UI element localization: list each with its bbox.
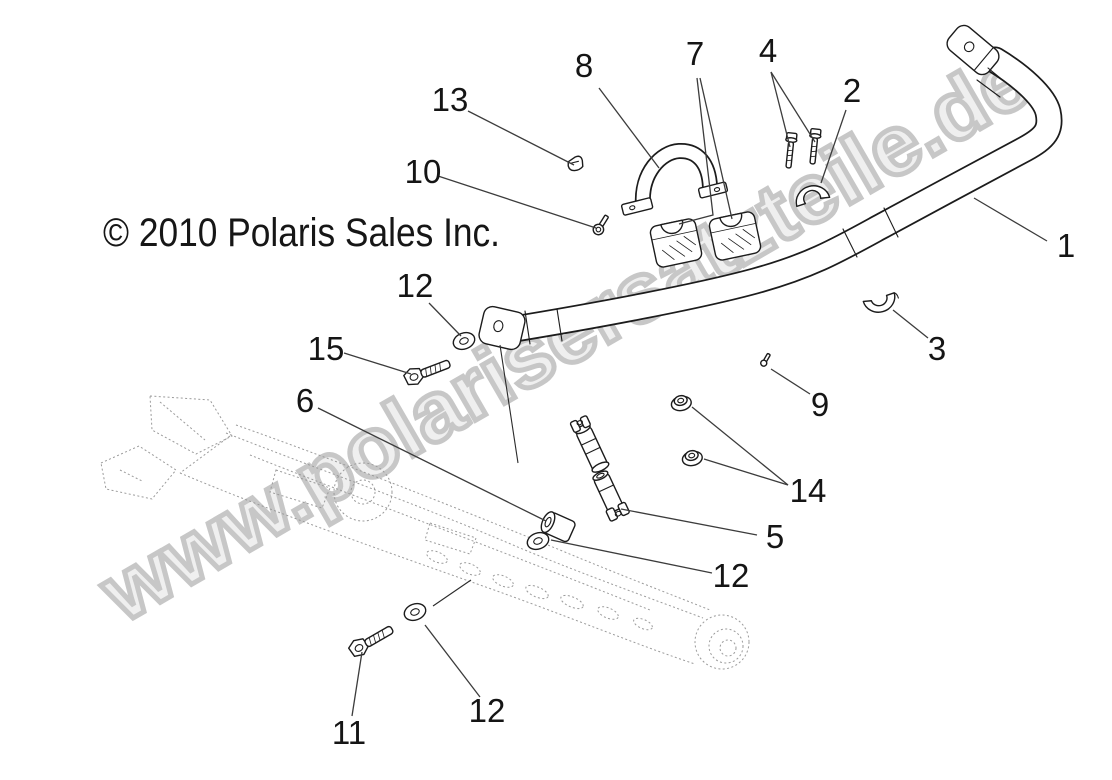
callout-label-9: 9 <box>811 386 829 423</box>
callout-label-6: 6 <box>296 382 314 419</box>
part-screw <box>592 214 609 236</box>
leader-line-12 <box>428 302 462 337</box>
callout-label-11: 11 <box>332 714 366 751</box>
leader-line-14 <box>703 458 789 486</box>
callout-label-12: 12 <box>397 267 434 304</box>
part-clip <box>567 155 584 172</box>
leader-line-8 <box>598 87 660 169</box>
part-bushing-half-left <box>649 218 703 268</box>
part-washer-upper <box>452 331 476 351</box>
leader-line-11 <box>351 651 363 717</box>
callout-label-15: 15 <box>308 330 345 367</box>
callout-label-7: 7 <box>686 35 704 72</box>
part-screw-small <box>760 352 771 367</box>
callout-label-14: 14 <box>790 472 827 509</box>
callout-label-12: 12 <box>713 557 750 594</box>
part-washer-mid <box>526 531 550 551</box>
leader-line-14 <box>691 406 789 486</box>
leader-line-7 <box>678 77 714 225</box>
part-flange-nut-a <box>670 394 692 412</box>
copyright-text: © 2010 Polaris Sales Inc. <box>103 211 500 255</box>
callout-label-1: 1 <box>1057 227 1075 264</box>
leader-line-6 <box>317 407 547 522</box>
part-bolt-b <box>809 127 822 165</box>
leader-line-7 <box>699 77 733 220</box>
leader-line-5 <box>620 508 758 536</box>
swingarm-ghost <box>100 395 750 670</box>
leader-line-3 <box>892 309 929 339</box>
leader-line-1 <box>973 197 1048 242</box>
leader-line-13 <box>467 110 575 166</box>
part-bushing-half-right <box>708 211 762 261</box>
leader-line-9 <box>770 368 811 395</box>
part-clamp-half-top <box>795 185 831 208</box>
callout-label-13: 13 <box>432 81 469 118</box>
leader-line-4 <box>770 71 816 143</box>
part-bolt-a <box>785 131 798 169</box>
part-stabilizer-bar <box>478 24 1063 351</box>
part-bushing-spacer <box>540 511 576 543</box>
diagram-line-0 <box>499 344 519 464</box>
callout-label-10: 10 <box>405 153 442 190</box>
part-flange-nut-b <box>681 449 703 467</box>
callout-label-2: 2 <box>843 72 861 109</box>
callout-label-4: 4 <box>759 32 777 69</box>
callout-label-12: 12 <box>469 692 506 729</box>
leader-line-4 <box>770 71 791 148</box>
part-link-lower <box>592 470 630 522</box>
part-flange-bolt-upper <box>403 359 451 386</box>
part-saddle-bracket <box>620 143 729 216</box>
leader-line-12 <box>550 539 713 574</box>
callout-label-5: 5 <box>766 518 784 555</box>
part-washer-lower <box>403 602 427 622</box>
leader-line-10 <box>437 175 597 229</box>
leader-line-12 <box>424 624 481 698</box>
part-link-upper <box>569 415 610 473</box>
callout-label-3: 3 <box>928 330 946 367</box>
leader-line-15 <box>343 352 412 375</box>
callout-label-8: 8 <box>575 47 593 84</box>
leader-line-2 <box>820 109 847 184</box>
part-clamp-half-bottom <box>862 292 899 313</box>
watermark-text: www.polarisersatzteile.de <box>84 30 1046 639</box>
part-flange-bolt-lower <box>348 625 394 658</box>
diagram-line-1 <box>432 579 472 607</box>
